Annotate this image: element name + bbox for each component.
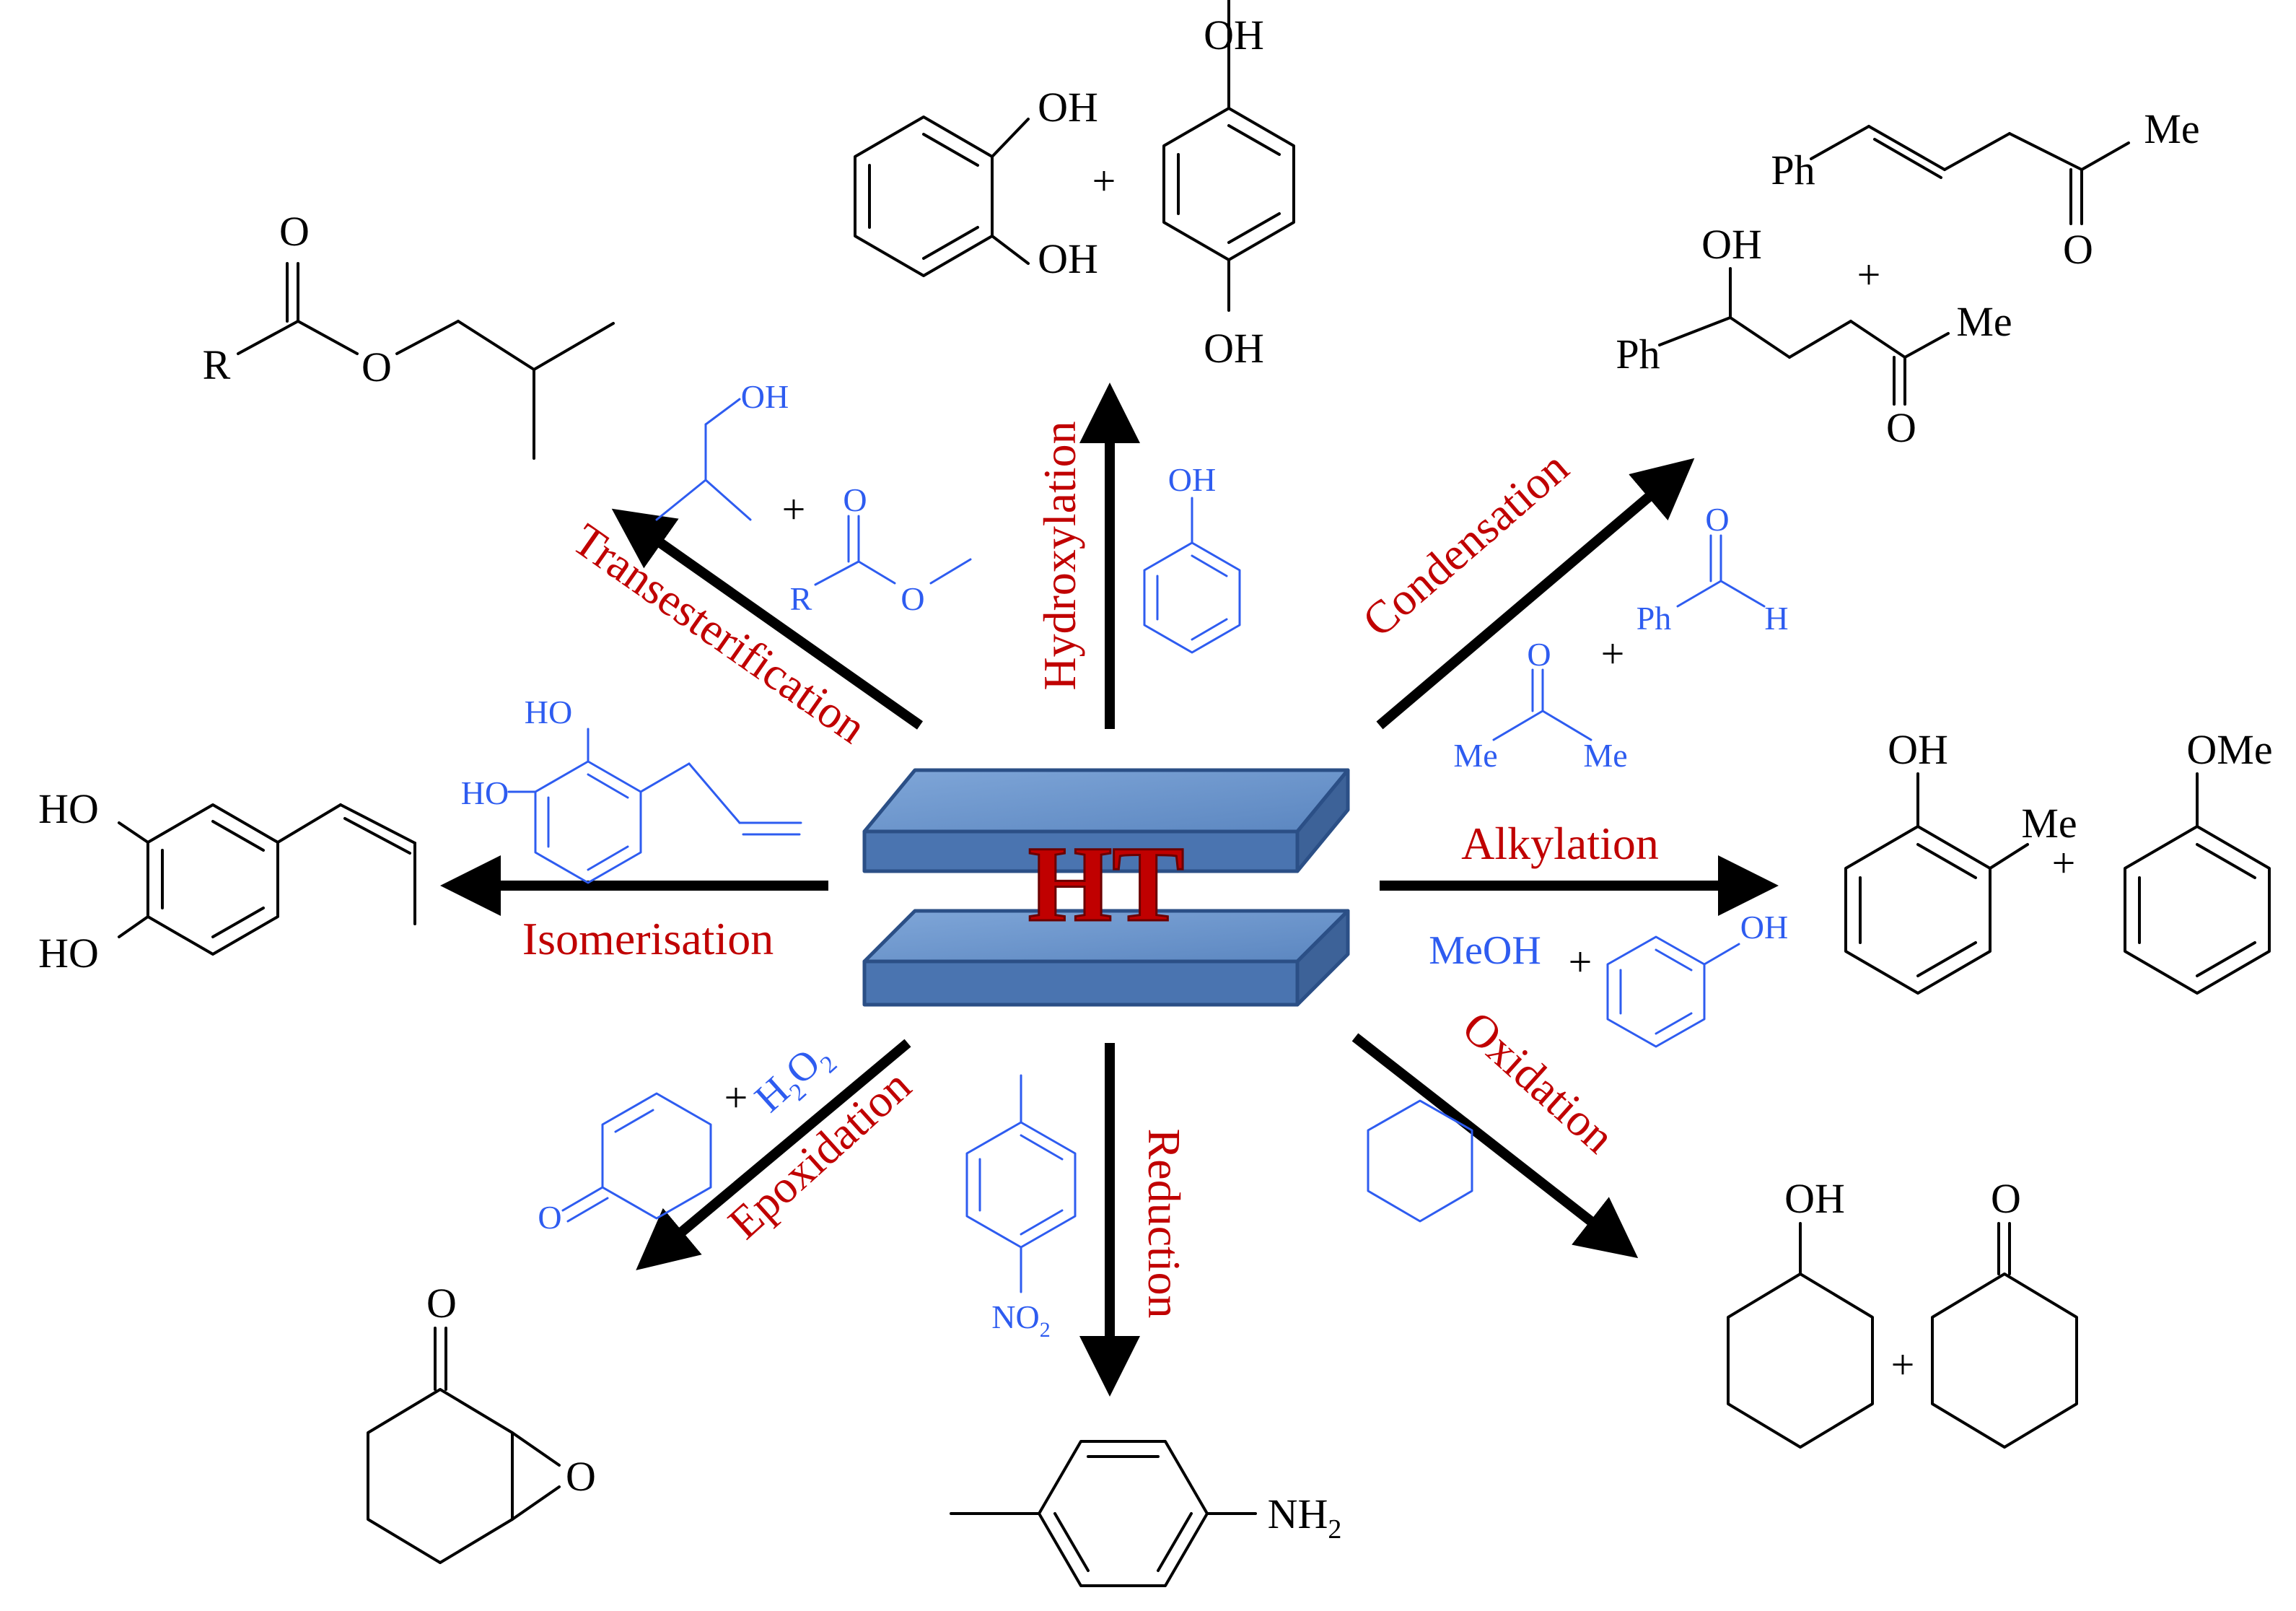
cyclohexanol-product: OH bbox=[1727, 1175, 1874, 1449]
label-hydroxylation: Hydroxylation bbox=[1034, 421, 1085, 690]
svg-text:OH: OH bbox=[1784, 1175, 1845, 1222]
plus-alkylation-products: + bbox=[2052, 839, 2076, 886]
cyclohexane-reagent bbox=[1367, 1099, 1473, 1223]
meoh-reagent: MeOH bbox=[1429, 928, 1541, 973]
propenyl-catechol-product: HO HO bbox=[38, 785, 416, 977]
label-condensation: Condensation bbox=[1353, 442, 1578, 647]
plus-oxidation-products: + bbox=[1891, 1341, 1915, 1388]
phenol-reagent: OH bbox=[1143, 461, 1241, 654]
enone-product: Ph Me O bbox=[1771, 105, 2199, 273]
svg-text:HO: HO bbox=[461, 774, 509, 811]
svg-text:OH: OH bbox=[1204, 325, 1264, 372]
svg-text:Ph: Ph bbox=[1616, 331, 1660, 377]
ht-label: HT bbox=[1028, 824, 1185, 944]
svg-text:O: O bbox=[1886, 404, 1916, 451]
svg-text:OMe: OMe bbox=[2186, 726, 2272, 773]
arrow-oxidation bbox=[1351, 1033, 1639, 1259]
svg-text:Me: Me bbox=[2021, 800, 2077, 847]
svg-text:R: R bbox=[203, 341, 231, 388]
label-reduction: Reduction bbox=[1139, 1128, 1190, 1318]
arrow-transesterification bbox=[611, 508, 924, 730]
svg-text:O: O bbox=[362, 344, 392, 390]
svg-text:OH: OH bbox=[1888, 726, 1948, 773]
plus-condensation-products: + bbox=[1857, 251, 1881, 298]
svg-text:NO2: NO2 bbox=[991, 1298, 1050, 1342]
svg-text:NH2: NH2 bbox=[1268, 1490, 1342, 1545]
svg-text:HO: HO bbox=[525, 694, 572, 730]
svg-text:O: O bbox=[843, 481, 867, 518]
svg-text:O: O bbox=[279, 208, 310, 255]
catechol-product: OH OH bbox=[854, 84, 1098, 282]
toluidine-product: NH2 bbox=[950, 1440, 1342, 1587]
svg-text:OH: OH bbox=[1038, 235, 1098, 282]
plus-condensation: + bbox=[1601, 630, 1625, 677]
methyl-ester-reagent: R O O bbox=[790, 481, 972, 617]
hydroquinone-product: OH OH bbox=[1162, 0, 1295, 372]
anisole-product: OMe bbox=[2124, 726, 2273, 995]
cyclohexanone-product: O bbox=[1931, 1175, 2078, 1449]
label-isomerisation: Isomerisation bbox=[522, 913, 774, 964]
arrow-condensation bbox=[1376, 458, 1695, 730]
svg-text:O: O bbox=[2063, 226, 2093, 273]
acetone-reagent: Me O Me bbox=[1453, 636, 1627, 774]
svg-text:O: O bbox=[426, 1280, 457, 1327]
products: OH OH + OH OH Ph Me O bbox=[38, 0, 2273, 1587]
svg-text:OH: OH bbox=[1740, 909, 1788, 946]
svg-text:Me: Me bbox=[2144, 105, 2199, 152]
svg-text:OH: OH bbox=[1204, 12, 1264, 58]
isobutanol-reagent: OH bbox=[655, 378, 789, 521]
plus-transesterification: + bbox=[782, 486, 806, 533]
benzaldehyde-reagent: Ph O H bbox=[1636, 501, 1789, 637]
reaction-arrows bbox=[440, 383, 1779, 1397]
svg-text:Me: Me bbox=[1956, 298, 2012, 345]
svg-text:OH: OH bbox=[741, 378, 789, 415]
svg-text:O: O bbox=[1991, 1175, 2021, 1222]
epoxy-ketone-product: O O bbox=[367, 1280, 596, 1564]
o-cresol-product: OH Me bbox=[1844, 726, 2077, 995]
svg-text:Me: Me bbox=[1453, 737, 1497, 774]
svg-text:Ph: Ph bbox=[1771, 147, 1815, 193]
arrow-epoxidation bbox=[636, 1039, 911, 1270]
svg-text:O: O bbox=[1705, 501, 1729, 538]
svg-text:O: O bbox=[566, 1453, 596, 1500]
svg-text:O: O bbox=[901, 580, 924, 617]
label-alkylation: Alkylation bbox=[1461, 818, 1659, 869]
svg-text:Me: Me bbox=[1583, 737, 1627, 774]
plus-epoxidation: + bbox=[724, 1074, 748, 1121]
isobutyl-ester-product: R O O bbox=[203, 208, 615, 460]
cyclohexenone-reagent: O bbox=[538, 1092, 712, 1236]
svg-text:O: O bbox=[1527, 636, 1551, 673]
lower-plate bbox=[862, 909, 1350, 1007]
nitrotoluene-reagent: NO2 bbox=[965, 1074, 1077, 1342]
plus-alkylation: + bbox=[1569, 938, 1592, 985]
label-transesterification: Transesterification bbox=[564, 513, 875, 753]
svg-text:OH: OH bbox=[1168, 461, 1216, 498]
svg-text:H: H bbox=[1764, 600, 1788, 637]
aldol-product: OH Ph Me O bbox=[1616, 221, 2012, 451]
ht-catalyst: HT bbox=[862, 768, 1350, 1007]
svg-text:O: O bbox=[538, 1199, 561, 1236]
svg-text:OH: OH bbox=[1038, 84, 1098, 131]
upper-plate bbox=[862, 768, 1350, 873]
svg-text:OH: OH bbox=[1701, 221, 1762, 268]
svg-text:HO: HO bbox=[38, 930, 99, 977]
svg-text:HO: HO bbox=[38, 785, 99, 832]
plus-hydroxylation: + bbox=[1092, 157, 1116, 204]
svg-text:R: R bbox=[790, 580, 812, 617]
phenol-alkylation-reagent: OH bbox=[1606, 909, 1788, 1048]
allyl-catechol-reagent: HO HO bbox=[461, 694, 802, 884]
svg-text:Ph: Ph bbox=[1636, 600, 1672, 637]
